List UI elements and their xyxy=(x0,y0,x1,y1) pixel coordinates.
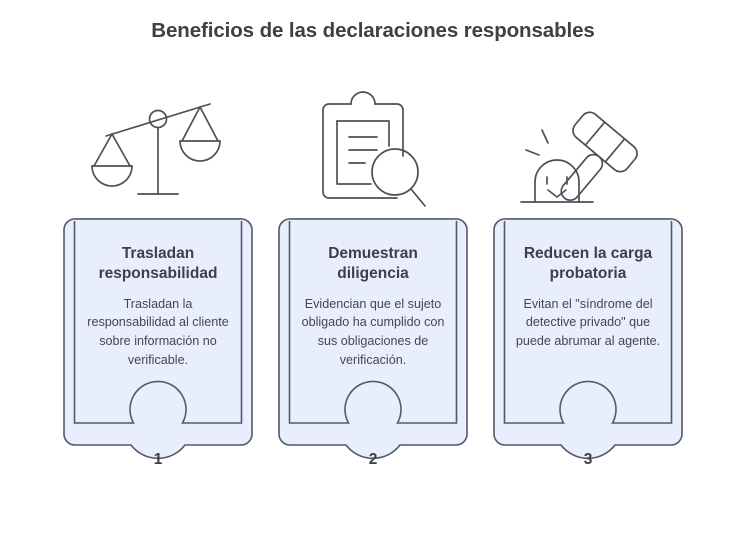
card-text-1: Trasladan responsabilidad Trasladan la r… xyxy=(63,218,253,369)
card-text-2: Demuestran diligencia Evidencian que el … xyxy=(278,218,468,369)
gavel-character-icon xyxy=(493,88,683,218)
card-body-3: Reducen la carga probatoria Evitan el "s… xyxy=(493,218,683,508)
card-heading-2: Demuestran diligencia xyxy=(328,245,418,282)
card-heading-1: Trasladan responsabilidad xyxy=(98,245,218,282)
benefit-card-2[interactable]: Demuestran diligencia Evidencian que el … xyxy=(278,88,468,508)
page-title: Beneficios de las declaraciones responsa… xyxy=(151,19,595,42)
card-description-2: Evidencian que el sujeto obligado ha cum… xyxy=(301,296,445,367)
card-description-1: Trasladan la responsabilidad al cliente … xyxy=(87,296,229,367)
card-text-3: Reducen la carga probatoria Evitan el "s… xyxy=(493,218,683,351)
balance-scale-icon xyxy=(63,88,253,218)
card-background-shape-3 xyxy=(493,218,683,460)
card-number-1: 1 xyxy=(153,451,163,468)
clipboard-magnifier-icon xyxy=(278,88,468,218)
card-background-shape-1 xyxy=(63,218,253,460)
benefit-card-3[interactable]: Reducen la carga probatoria Evitan el "s… xyxy=(493,88,683,508)
card-body-2: Demuestran diligencia Evidencian que el … xyxy=(278,218,468,508)
card-number-3: 3 xyxy=(583,451,593,468)
card-description-3: Evitan el "síndrome del detective privad… xyxy=(515,296,661,348)
card-number-2: 2 xyxy=(368,451,378,468)
card-background-shape-2 xyxy=(278,218,468,460)
benefits-card-row: Trasladan responsabilidad Trasladan la r… xyxy=(0,88,746,508)
card-heading-3: Reducen la carga probatoria xyxy=(523,245,653,282)
benefit-card-1[interactable]: Trasladan responsabilidad Trasladan la r… xyxy=(63,88,253,508)
card-body-1: Trasladan responsabilidad Trasladan la r… xyxy=(63,218,253,508)
